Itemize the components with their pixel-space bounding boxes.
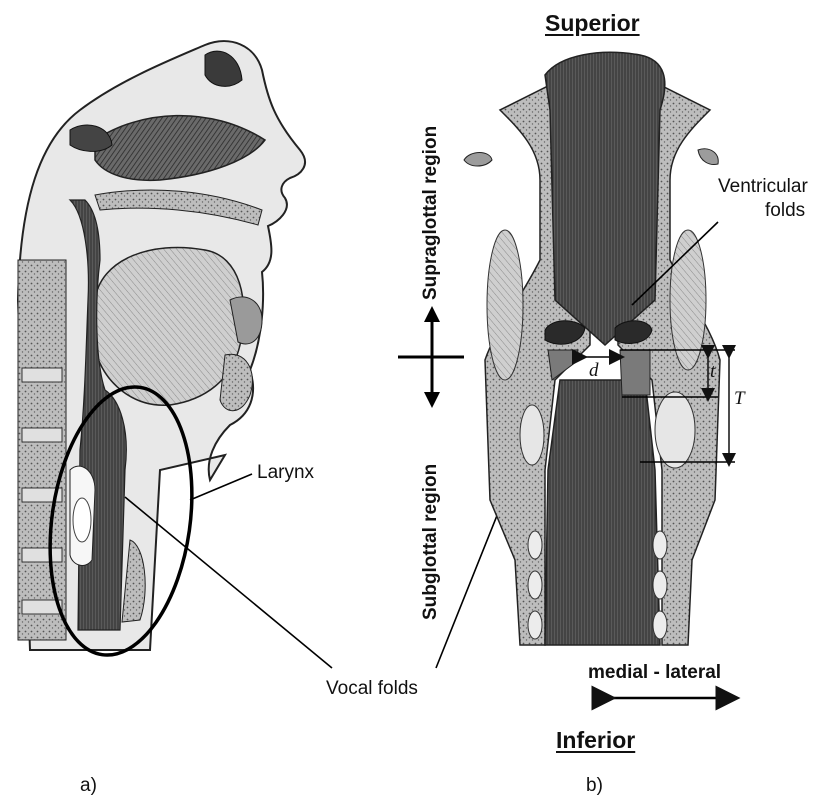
superior-label: Superior [545,10,640,37]
dimension-T-label: T [734,388,745,410]
supraglottal-region-label: Supraglottal region [420,126,442,300]
up-arrow-icon [424,306,440,322]
subglottal-region-label: Subglottal region [420,464,442,620]
panel-b-caption: b) [586,775,603,797]
down-arrow-icon [424,392,440,408]
dimension-t-label: t [710,361,715,383]
inferior-label: Inferior [556,727,635,754]
sagittal-head-illustration [18,41,305,650]
ventricular-folds-label-line1: Ventricular [718,176,808,198]
medial-lateral-label: medial - lateral [588,662,721,684]
panel-a-caption: a) [80,775,97,797]
coronal-larynx-illustration [464,52,720,645]
vocal-folds-label: Vocal folds [326,678,418,700]
vocal-fold-left [548,350,578,380]
ventricular-folds-label-line2: folds [765,200,805,222]
dimension-d-label: d [589,360,599,382]
larynx-leader-line [190,474,252,500]
spine-vertebrae [18,260,66,640]
vocal-folds-leader-line-a [125,497,332,668]
vocal-fold-right [620,350,650,395]
larynx-label: Larynx [257,462,314,484]
direction-cross [398,318,464,398]
